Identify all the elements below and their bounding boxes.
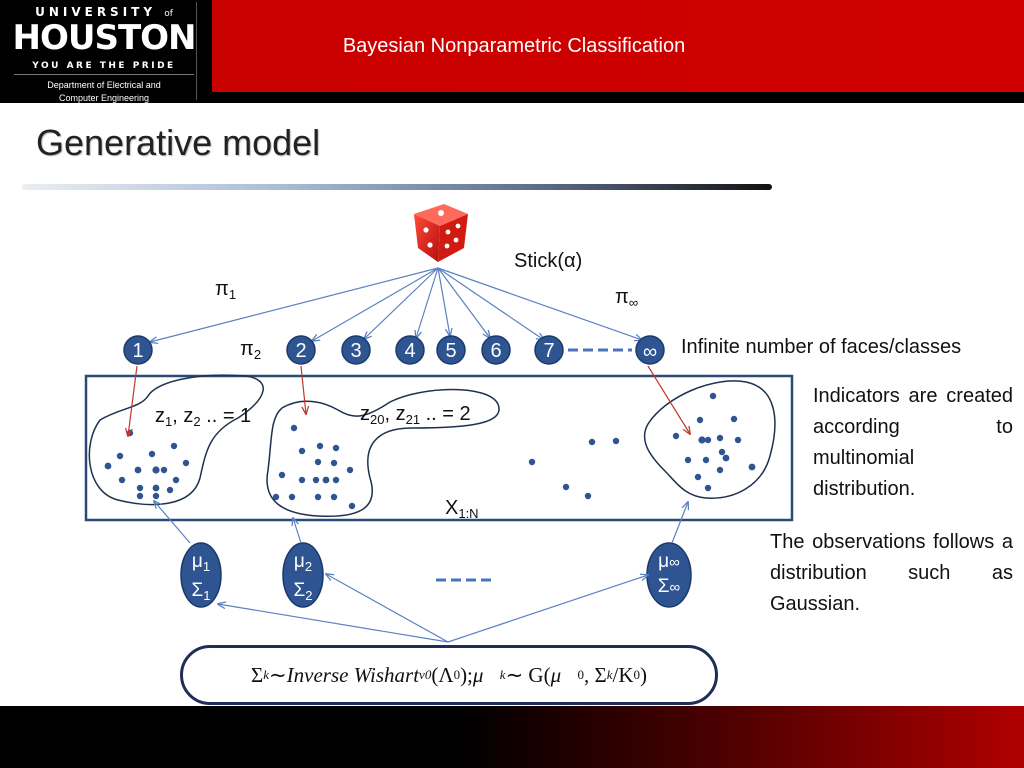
face-node: 7 — [534, 335, 564, 365]
param-to-cluster-arrows — [154, 501, 688, 544]
cluster-2-blob — [266, 388, 500, 518]
footer-bar — [0, 706, 1024, 768]
observations-x-label: X1:N — [445, 497, 479, 521]
svg-text:1: 1 — [132, 340, 143, 362]
cluster-2-label: z20, z21 .. = 2 — [360, 403, 471, 427]
param-node-2 — [282, 542, 324, 608]
logo-divider — [14, 74, 194, 75]
red-die-icon — [414, 204, 468, 262]
cluster-inf-blob — [643, 380, 776, 499]
param-1-label: μ1 Σ1 — [191, 551, 211, 603]
pi-inf-label: π∞ — [615, 286, 639, 310]
param-node-1 — [180, 542, 222, 608]
die-to-face-arrows — [150, 267, 642, 342]
pi-2-label: π2 — [240, 338, 262, 362]
header-strip — [212, 92, 1024, 103]
face-node: 4 — [395, 335, 425, 365]
header-title: Bayesian Nonparametric Classification — [342, 35, 686, 57]
face-node: 6 — [481, 335, 511, 365]
observations-box — [84, 374, 794, 522]
logo-houston-text: HOUSTON — [12, 18, 196, 58]
prior-to-param-arrows — [218, 574, 648, 643]
face-node: 1 — [123, 335, 153, 365]
header-bar — [212, 0, 1024, 92]
parameter-nodes — [180, 542, 692, 608]
logo-tagline: YOU ARE THE PRIDE — [32, 61, 176, 71]
param-inf-label: μ∞ Σ∞ — [657, 551, 681, 597]
logo-university-text: UNIVERSITY of — [35, 5, 173, 19]
slide-title: Generative model — [36, 122, 321, 163]
svg-text:3: 3 — [350, 340, 361, 362]
infinity-node: ∞ — [635, 335, 665, 365]
svg-text:7: 7 — [543, 340, 554, 362]
cluster-1-label: z1, z2 .. = 1 — [155, 405, 252, 429]
stick-label: Stick(α) — [514, 250, 583, 272]
observation-points — [104, 392, 756, 510]
indicators-description: Indicators are created according to mult… — [813, 385, 1013, 500]
logo-panel: UNIVERSITY of HOUSTON YOU ARE THE PRIDE … — [12, 2, 197, 103]
svg-text:4: 4 — [404, 340, 415, 362]
svg-text:6: 6 — [490, 340, 501, 362]
title-underline — [22, 184, 772, 190]
face-node: 3 — [341, 335, 371, 365]
cluster-1-blob — [88, 374, 264, 506]
observations-description: The observations follows a distribution … — [770, 531, 1013, 615]
param-2-label: μ2 Σ2 — [293, 551, 313, 603]
logo-department: Department of Electrical and Computer En… — [47, 80, 161, 103]
face-node: 5 — [436, 335, 466, 365]
face-node: 2 — [286, 335, 316, 365]
svg-text:5: 5 — [445, 340, 456, 362]
svg-text:∞: ∞ — [643, 341, 657, 363]
svg-text:2: 2 — [295, 340, 306, 362]
indicator-arrows — [128, 365, 690, 436]
infinite-faces-label: Infinite number of faces/classes — [681, 336, 962, 358]
university-logo: UNIVERSITY of HOUSTON YOU ARE THE PRIDE … — [0, 0, 212, 103]
face-nodes: 1 2 3 4 5 6 7 ∞ — [123, 335, 665, 365]
pi-1-label: π1 — [215, 278, 237, 302]
